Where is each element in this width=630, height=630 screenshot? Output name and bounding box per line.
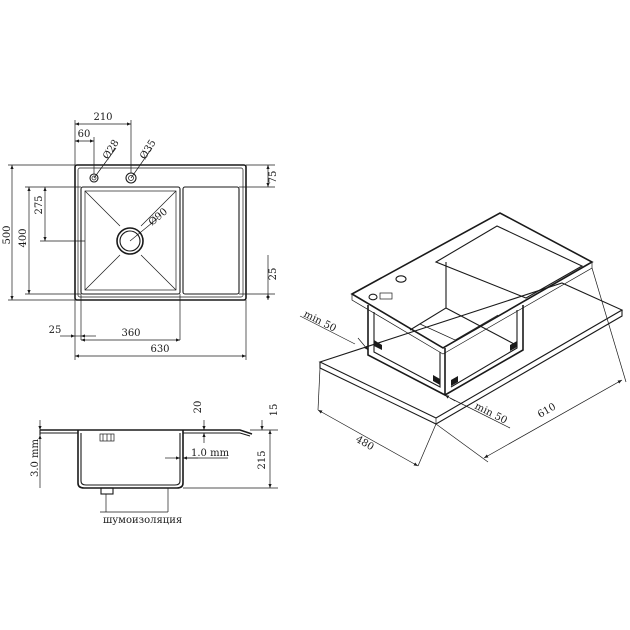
sink-outline [74, 164, 247, 301]
dim-630: 630 [150, 344, 169, 355]
dim-400: 400 [18, 228, 29, 247]
dim-360: 360 [121, 328, 140, 339]
drain-circle [116, 227, 144, 255]
dim-500: 500 [2, 225, 13, 244]
dim-20: 20 [193, 401, 204, 414]
dim-25-right: 25 [268, 268, 279, 281]
dim-215: 215 [257, 450, 268, 469]
countertop [318, 282, 624, 419]
bowl-outline [80, 186, 181, 295]
dim-275: 275 [34, 195, 45, 214]
dim-d28: Ø28 [101, 138, 121, 162]
dim-480: 480 [354, 434, 376, 453]
dim-210: 210 [93, 112, 112, 123]
drainboard-outline [182, 186, 240, 295]
dim-d90: Ø90 [147, 206, 170, 228]
dim-1mm: 1.0 mm [191, 448, 230, 459]
dim-15: 15 [269, 404, 280, 417]
insulation-label: шумоизоляция [103, 515, 182, 526]
min50-right: min 50 [473, 401, 509, 427]
dim-25-bottom: 25 [49, 325, 62, 336]
dim-60: 60 [78, 129, 91, 140]
section-view: шумоизоляция 3.0 mm 1.0 mm 20 15 215 [30, 401, 280, 526]
dim-75: 75 [268, 171, 279, 184]
dim-3mm: 3.0 mm [30, 438, 41, 477]
dim-d35: Ø35 [138, 138, 158, 162]
bowl-section [77, 430, 184, 489]
bowl-box [367, 305, 446, 397]
install-view: min 50 min 50 480 610 [299, 212, 627, 467]
min50-left: min 50 [302, 309, 338, 335]
top-view: 210 60 Ø28 Ø35 Ø90 500 400 275 75 25 25 … [2, 112, 279, 360]
